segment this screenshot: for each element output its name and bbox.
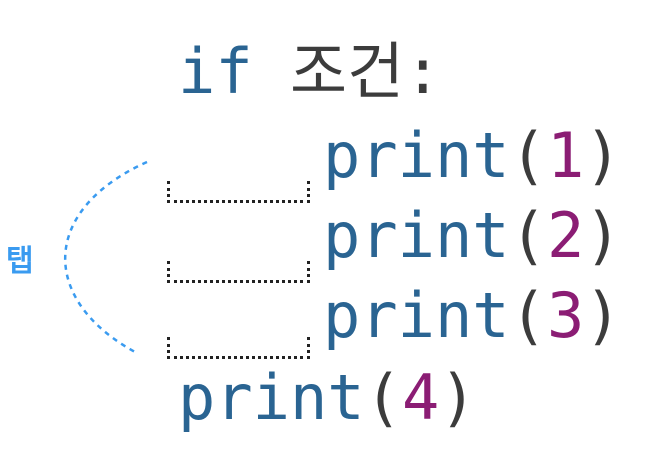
close-paren: ) — [584, 119, 622, 192]
code-line-1: print(1) — [323, 116, 622, 196]
if-keyword: if — [178, 35, 253, 108]
condition-text: 조건: — [289, 35, 442, 108]
print-function: print — [323, 279, 510, 352]
tab-indent-marker — [167, 337, 310, 359]
close-paren: ) — [584, 279, 622, 352]
argument-number: 1 — [546, 119, 585, 192]
tab-indent-marker — [167, 181, 310, 203]
open-paren: ( — [509, 199, 547, 272]
close-paren: ) — [439, 361, 477, 434]
argument-number: 4 — [401, 361, 440, 434]
code-line-3: print(3) — [323, 276, 622, 356]
argument-number: 3 — [546, 279, 585, 352]
open-paren: ( — [364, 361, 402, 434]
print-function: print — [178, 361, 365, 434]
open-paren: ( — [509, 119, 547, 192]
argument-number: 2 — [546, 199, 585, 272]
close-paren: ) — [584, 199, 622, 272]
open-paren: ( — [509, 279, 547, 352]
code-line-4: print(4) — [178, 358, 477, 438]
tab-label: 탭 — [6, 244, 34, 279]
print-function: print — [323, 199, 510, 272]
code-line-2: print(2) — [323, 196, 622, 276]
tab-indent-marker — [167, 261, 310, 283]
print-function: print — [323, 119, 510, 192]
if-statement-line: if 조건: — [178, 32, 441, 112]
